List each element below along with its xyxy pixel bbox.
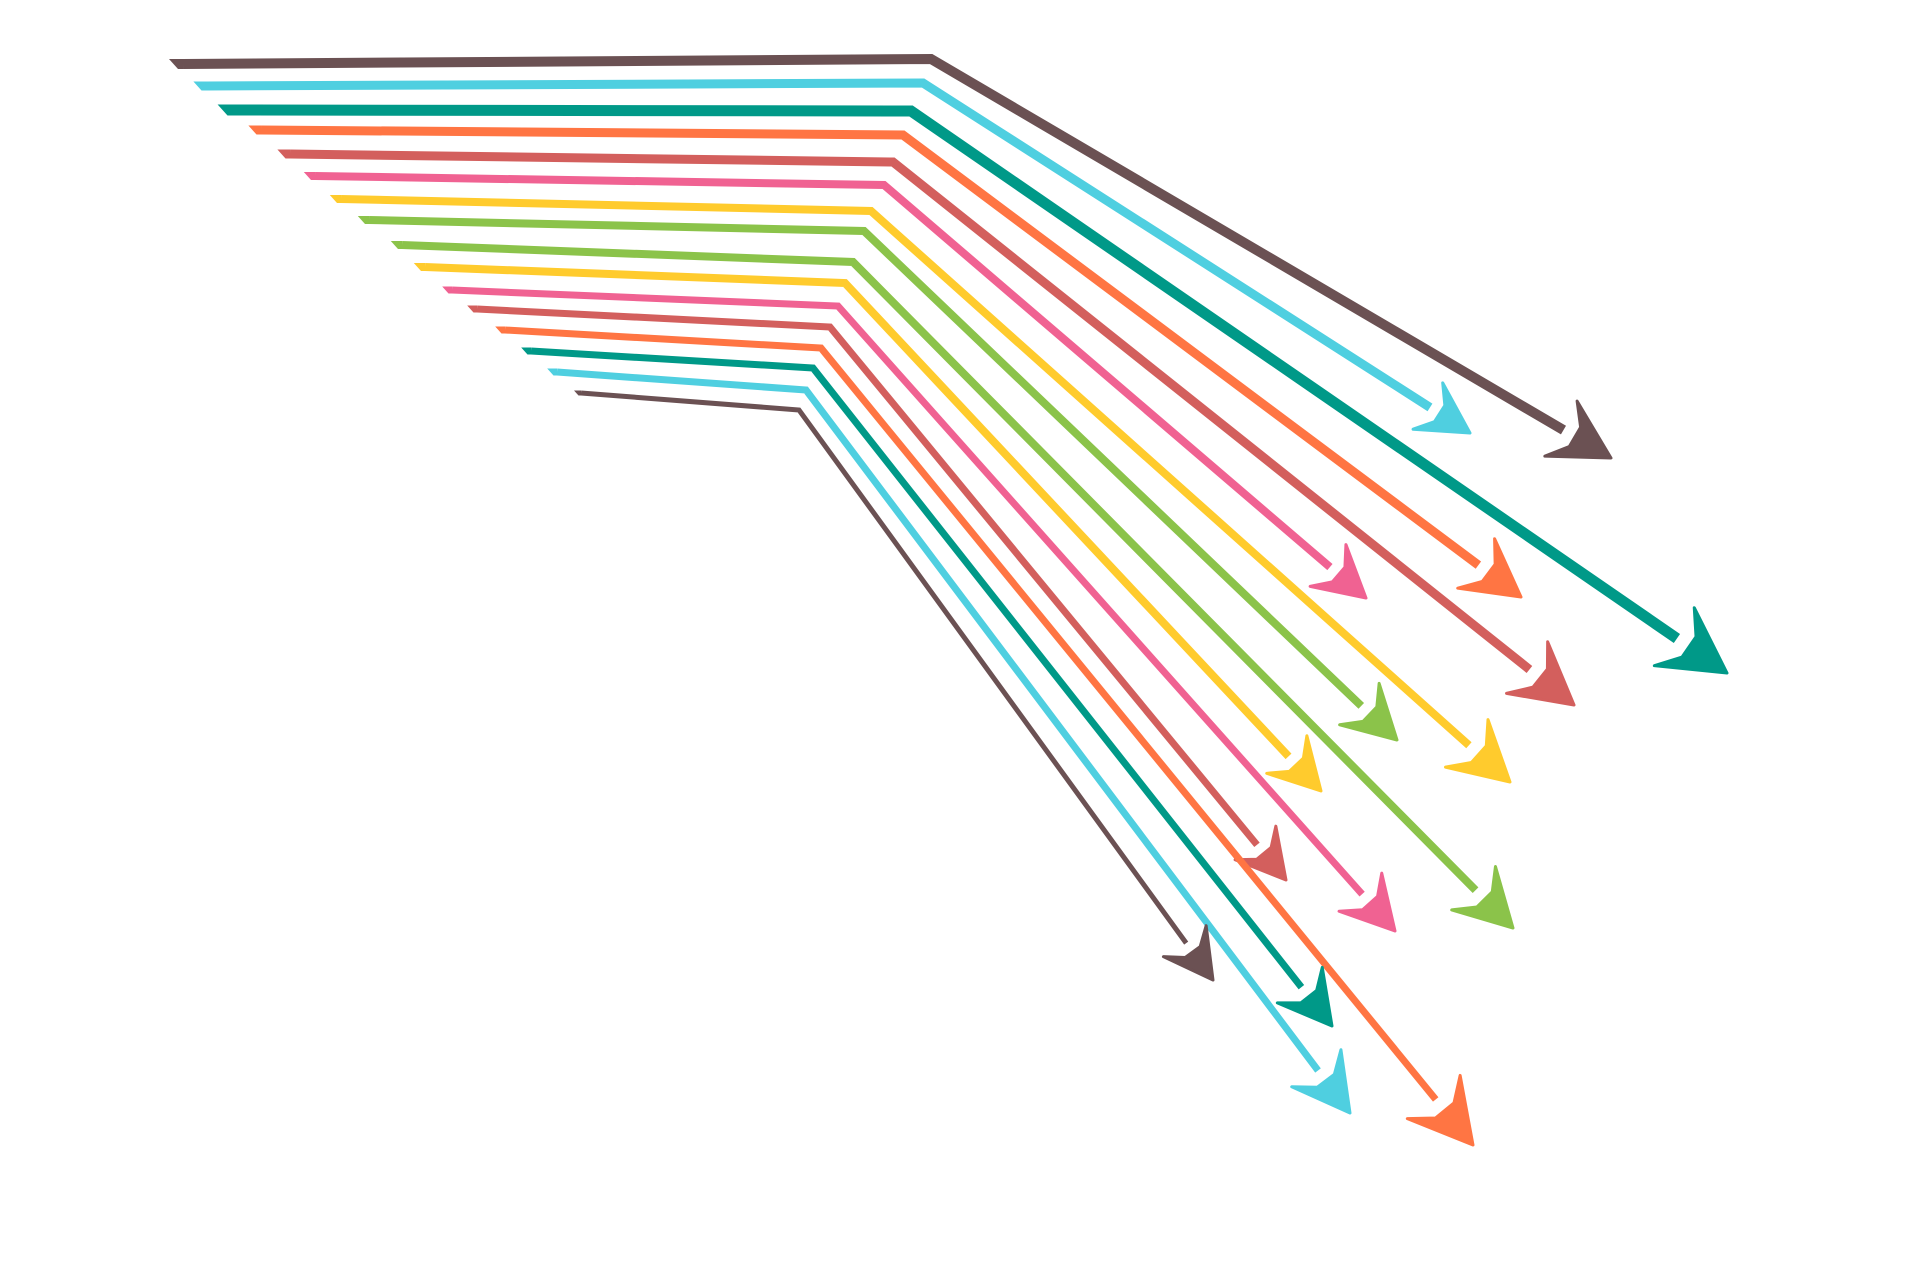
arrow-green-top-head (1338, 681, 1399, 742)
arrow-pink-top-shaft (314, 172, 1333, 571)
arrow-teal-top-shaft (232, 104, 1681, 644)
arrow-cyan-top-shaft (205, 78, 1433, 412)
arrow-green-top (357, 216, 1399, 742)
arrow-orange-bottom-tail (495, 326, 505, 334)
arrow-orange-top-tail (248, 125, 261, 135)
arrow-pink-top-tail (303, 172, 315, 180)
arrow-teal-bottom-tail (521, 347, 531, 355)
arrow-brown-top-shaft (182, 53, 1567, 435)
arrow-orange-top (248, 125, 1523, 599)
arrow-pink-bottom-shaft (451, 286, 1365, 897)
arrow-teal-top-head (1652, 606, 1729, 675)
arrow-red-top-shaft (289, 149, 1533, 673)
arrow-red-bottom-shaft (476, 305, 1260, 848)
arrow-green-top-shaft (368, 216, 1365, 709)
arrow-teal-top (217, 104, 1729, 675)
arrow-yellow-bottom-head (1265, 734, 1323, 793)
arrow-green-bottom-head (1450, 865, 1515, 930)
arrow-brown-bottom-head (1161, 924, 1215, 982)
arrow-brown-top-head (1543, 399, 1613, 460)
arrow-orange-bottom (495, 326, 1475, 1147)
arrow-teal-bottom-head (1275, 965, 1334, 1028)
arrow-yellow-top-tail (329, 195, 341, 203)
arrow-yellow-bottom-tail (413, 263, 425, 271)
arrow-red-top (277, 149, 1576, 707)
arrow-green-top-tail (357, 216, 369, 224)
arrow-yellow-top (329, 195, 1512, 784)
arrow-yellow-bottom-shaft (424, 263, 1292, 760)
arrow-brown-top (169, 53, 1613, 460)
arrow-pink-bottom-tail (442, 286, 452, 294)
arrow-pink-bottom (442, 286, 1397, 933)
arrow-green-bottom-shaft (401, 241, 1479, 894)
arrow-red-top-tail (277, 149, 290, 159)
arrow-cyan-bottom-tail (547, 368, 557, 376)
arrow-teal-bottom-shaft (530, 347, 1305, 990)
arrow-red-bottom-head (1233, 824, 1288, 882)
arrow-pink-top (303, 172, 1368, 600)
arrow-pink-top-head (1308, 543, 1368, 600)
arrow-pink-bottom-head (1337, 871, 1397, 933)
arrow-yellow-top-head (1443, 718, 1512, 784)
arrow-cyan-top-head (1411, 381, 1472, 435)
arrow-brown-top-tail (169, 59, 183, 69)
arrow-cyan-top (193, 78, 1472, 435)
arrow-orange-top-head (1456, 537, 1523, 599)
arrow-green-bottom (390, 241, 1515, 930)
arrow-brown-bottom-tail (574, 390, 581, 396)
arrow-orange-bottom-head (1405, 1073, 1475, 1147)
arrow-yellow-bottom (413, 263, 1323, 793)
arrow-cyan-bottom-shaft (556, 368, 1321, 1073)
arrow-teal-top-tail (217, 104, 233, 116)
arrow-cyan-bottom-head (1290, 1048, 1352, 1115)
arrow-red-top-head (1505, 640, 1576, 707)
arrow-cyan-bottom (547, 368, 1352, 1115)
arrow-brown-bottom-shaft (580, 390, 1189, 945)
arrow-yellow-top-shaft (340, 195, 1472, 749)
arrow-teal-bottom (521, 347, 1334, 1028)
arrow-orange-top-shaft (260, 125, 1482, 569)
arrow-orange-bottom-shaft (504, 326, 1439, 1102)
arrow-brown-bottom (574, 390, 1215, 982)
arrow-green-bottom-tail (390, 241, 402, 249)
arrow-cyan-top-tail (193, 81, 206, 91)
arrow-red-bottom-tail (467, 305, 477, 313)
